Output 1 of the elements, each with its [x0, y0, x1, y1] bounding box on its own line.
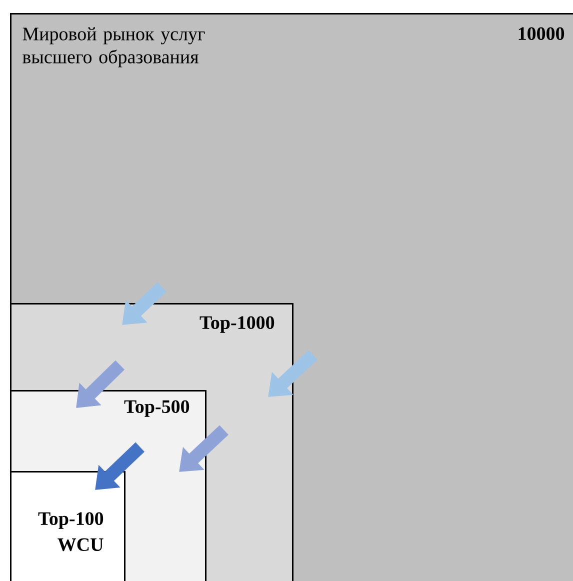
nested-box: Top-100 WCU — [10, 471, 126, 581]
